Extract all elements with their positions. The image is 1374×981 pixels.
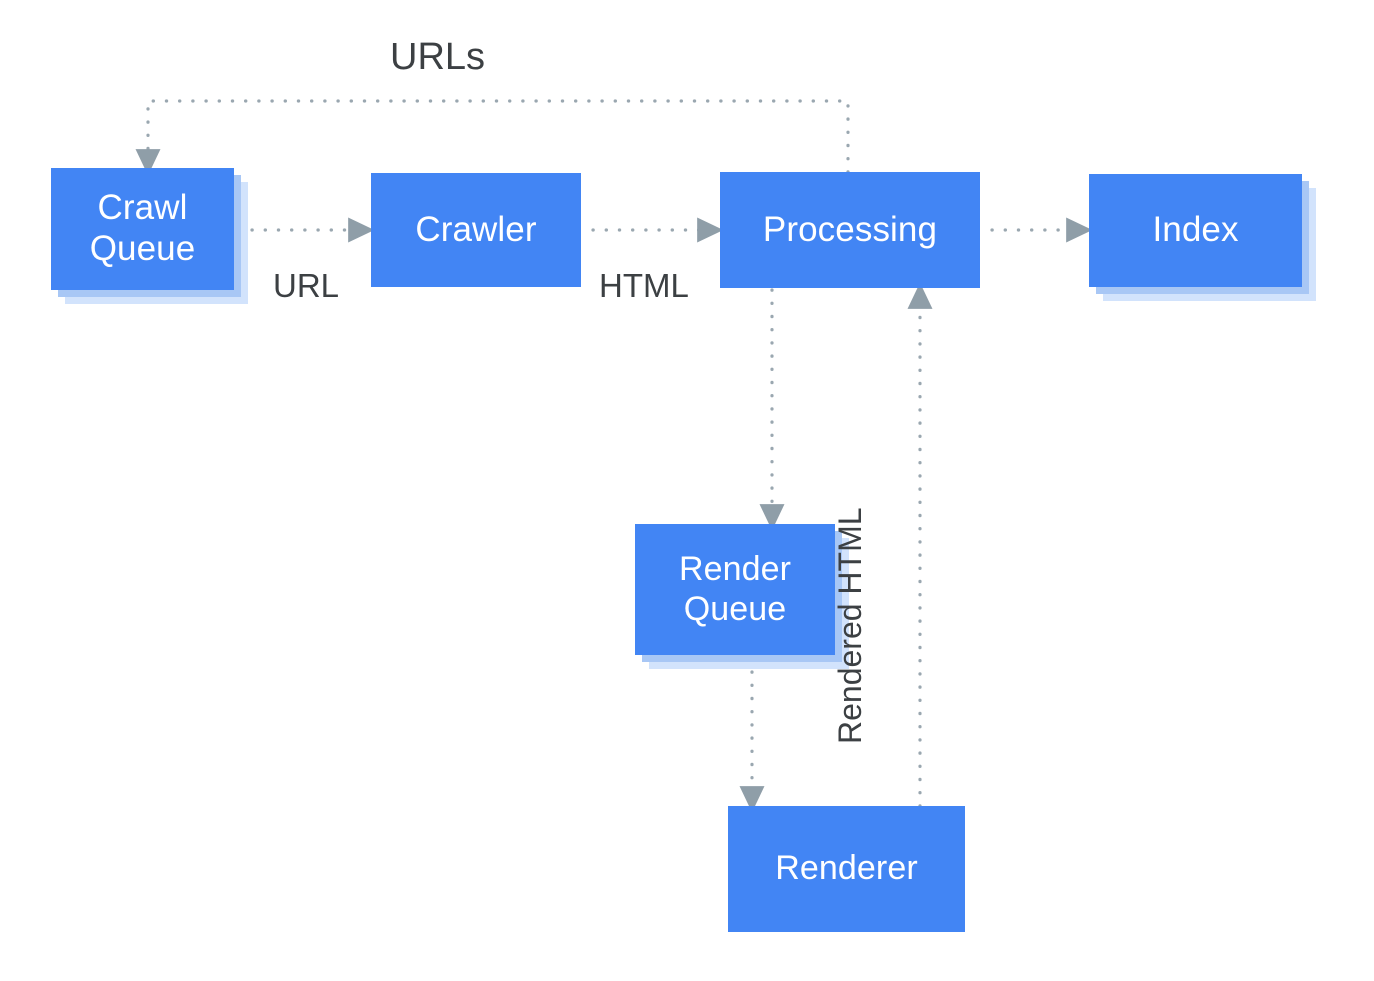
processing-label: Processing — [762, 209, 938, 249]
crawler-label: Crawler — [415, 209, 537, 249]
render-queue-face: Render Queue — [635, 524, 835, 655]
node-crawler[interactable]: Crawler — [371, 173, 581, 287]
crawl-queue-face: Crawl Queue — [51, 168, 234, 290]
renderer-label: Renderer — [775, 849, 918, 888]
crawl-queue-label-line2: Queue — [89, 229, 196, 268]
edge-label-url: URL — [273, 267, 340, 304]
index-label: Index — [1152, 210, 1239, 250]
edge-label-rendered-html: Rendered HTML — [832, 507, 868, 744]
edge-label-urls: URLs — [390, 36, 486, 78]
edge-label-html: HTML — [599, 267, 689, 304]
edge-processing-to-crawl-queue — [135, 99, 850, 176]
node-index[interactable]: Index — [1089, 174, 1316, 301]
index-face: Index — [1089, 174, 1302, 287]
render-queue-label-line1: Render — [678, 550, 792, 589]
crawler-face: Crawler — [371, 173, 581, 287]
node-renderer[interactable]: Renderer — [728, 806, 965, 932]
crawl-queue-label-line1: Crawl — [97, 188, 188, 228]
node-crawl-queue[interactable]: Crawl Queue — [51, 168, 248, 304]
node-processing[interactable]: Processing — [720, 172, 980, 288]
node-render-queue[interactable]: Render Queue — [635, 524, 849, 669]
processing-face: Processing — [720, 172, 980, 288]
renderer-face: Renderer — [728, 806, 965, 932]
render-queue-label-line2: Queue — [683, 589, 787, 628]
